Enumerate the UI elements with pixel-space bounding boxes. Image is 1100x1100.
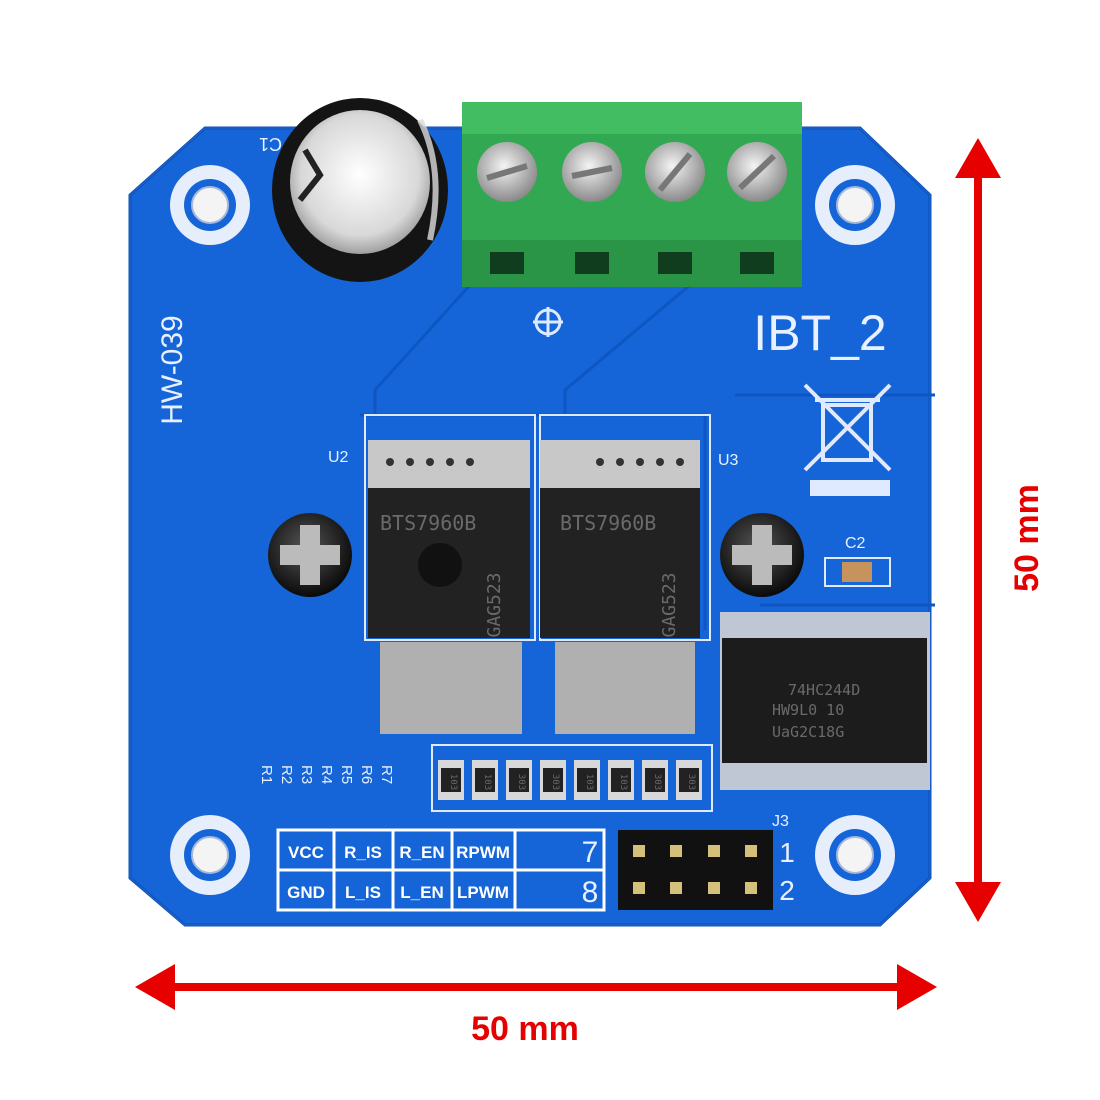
bts-chip-1-part: BTS7960B	[380, 511, 476, 535]
pin-cell: L_EN	[400, 883, 443, 902]
terminal-screw	[562, 142, 622, 202]
resistor-label: R7	[378, 765, 395, 784]
pin-number: 1	[779, 837, 795, 868]
resistor-label: R2	[278, 765, 295, 784]
cap-label: C1	[259, 134, 282, 154]
mounting-hole-bottom-right	[815, 815, 895, 895]
screw-terminal-block	[462, 102, 802, 287]
resistor-row	[438, 760, 702, 800]
u3-label: U3	[718, 452, 739, 469]
electrolytic-capacitor	[272, 98, 448, 282]
c2-label: C2	[845, 535, 866, 552]
logic-chip-line-2: HW9L0 10	[772, 701, 844, 719]
mounting-hole-bottom-left	[170, 815, 250, 895]
pin-cell: RPWM	[456, 843, 510, 862]
height-dimension-label: 50 mm	[1008, 484, 1046, 592]
pin-cell: L_IS	[345, 883, 381, 902]
resistor-code: 303	[550, 774, 560, 790]
resistor-code: 103	[448, 774, 458, 790]
pin-cell: VCC	[288, 843, 324, 862]
logic-chip-line-1: 74HC244D	[788, 681, 860, 699]
bts7960b-chip-2	[540, 440, 700, 734]
terminal-screw	[645, 142, 705, 202]
resistor-label: R1	[258, 765, 275, 784]
board-model-label: HW-039	[156, 315, 189, 424]
resistor-code: 303	[516, 774, 526, 790]
pin-header	[618, 830, 773, 910]
fiducial-mark	[533, 307, 563, 337]
pin-cell: R_IS	[344, 843, 382, 862]
pin-cell: R_EN	[399, 843, 444, 862]
bts-chip-1-code: GAG523	[484, 572, 505, 637]
j3-label: J3	[772, 813, 789, 830]
pin-number: 7	[582, 836, 599, 869]
logic-chip-74hc244d	[720, 612, 930, 790]
smd-capacitor-c2	[824, 557, 891, 587]
terminal-screw	[727, 142, 787, 202]
u2-label: U2	[328, 449, 349, 466]
bts-chip-2-code: GAG523	[659, 572, 680, 637]
pin-number: 2	[779, 875, 795, 906]
pin-table	[276, 828, 606, 912]
resistor-label: R4	[318, 765, 335, 784]
resistor-label: R6	[358, 765, 375, 784]
width-dimension-label: 50 mm	[471, 1010, 579, 1048]
resistor-label: R3	[298, 765, 315, 784]
mounting-hole-top-right	[815, 165, 895, 245]
resistor-code: 303	[686, 774, 696, 790]
mounting-hole-top-left	[170, 165, 250, 245]
weee-bin-icon	[803, 383, 892, 496]
pin-number: 8	[582, 876, 599, 909]
resistor-code: 303	[652, 774, 662, 790]
dimension-arrow-horizontal	[135, 964, 937, 1010]
board-name-label: IBT_2	[753, 305, 886, 361]
terminal-screw	[477, 142, 537, 202]
resistor-code: 103	[618, 774, 628, 790]
black-screw-left	[268, 513, 352, 597]
resistor-code: 103	[482, 774, 492, 790]
pin-cell: LPWM	[457, 883, 509, 902]
resistor-label: R5	[338, 765, 355, 784]
resistor-code: 103	[584, 774, 594, 790]
bts-chip-2-part: BTS7960B	[560, 511, 656, 535]
logic-chip-line-3: UaG2C18G	[772, 723, 844, 741]
bts7960b-chip-1	[368, 440, 530, 734]
pin-cell: GND	[287, 883, 325, 902]
black-screw-right	[720, 513, 804, 597]
dimension-arrow-vertical	[955, 138, 1001, 922]
